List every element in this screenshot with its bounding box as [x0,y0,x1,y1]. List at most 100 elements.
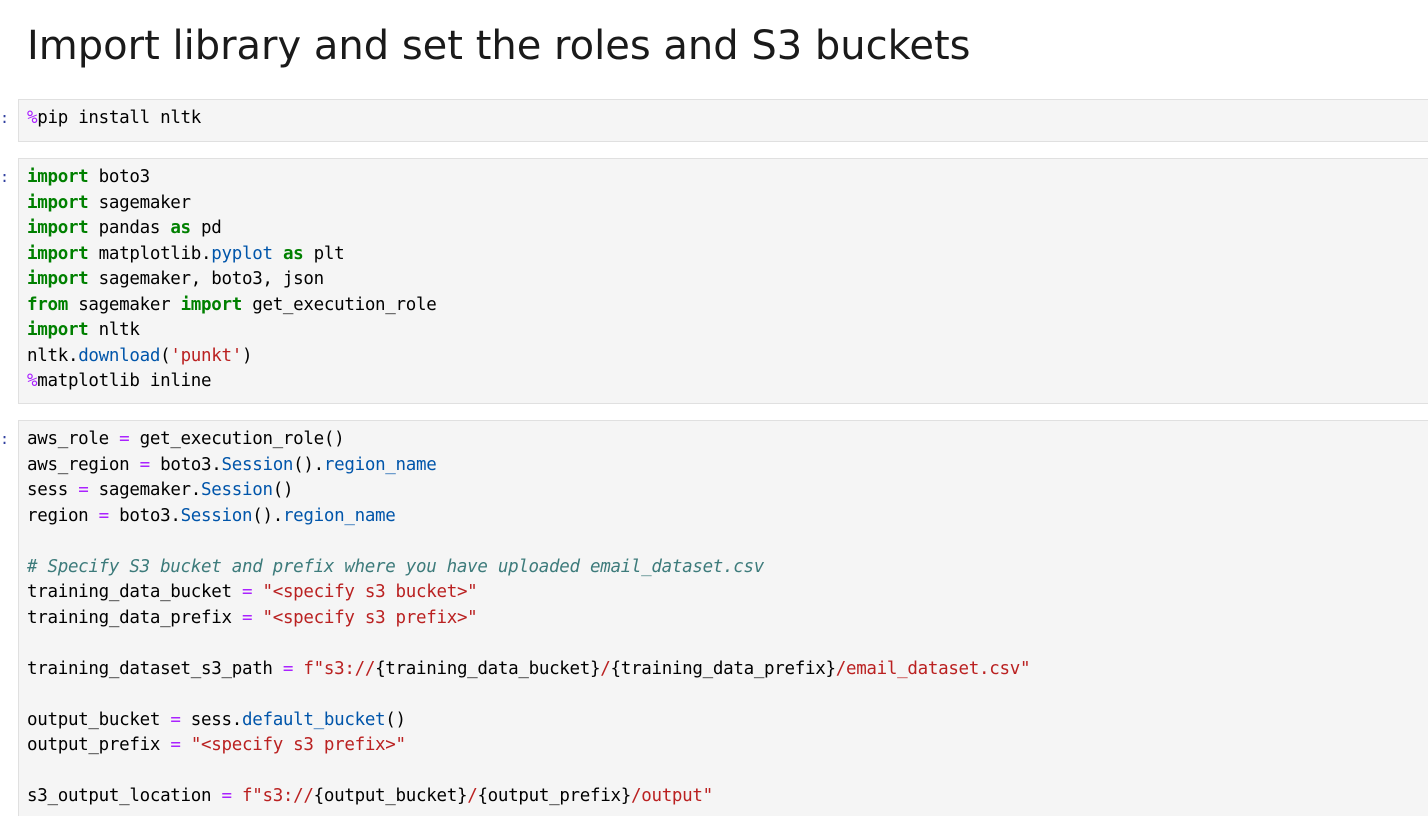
code-token [181,735,191,755]
code-token: pyplot [211,243,273,264]
code-token: /output" [630,786,713,806]
code-token: sagemaker [67,294,181,315]
code-line: # Specify S3 bucket and prefix where you… [27,555,1428,581]
code-token: Session [221,454,294,475]
code-token: aws_role [27,429,120,449]
code-token: ( [160,345,171,366]
code-token: pip install nltk [37,108,202,128]
code-token: from [27,294,68,315]
code-line: s3_output_location = f"s3://{output_buck… [27,784,1428,810]
code-token: f"s3:// [241,786,314,806]
code-token: = [170,709,181,730]
code-token: = [119,429,130,449]
code-line: ​ [27,759,1428,785]
cell-prompt: : [0,109,10,127]
code-line: aws_region = boto3.Session().region_name [27,453,1428,479]
code-line: training_data_bucket = "<specify s3 buck… [27,580,1428,606]
code-line: ​ [27,529,1428,555]
code-line: training_dataset_s3_path = f"s3://{train… [27,657,1428,683]
code-token [252,608,262,628]
code-token: import [27,269,89,289]
code-token: plt [303,243,345,264]
code-line: aws_role = get_execution_role() [27,427,1428,453]
code-token: % [27,371,38,391]
code-token: "<specify s3 prefix>" [190,735,406,755]
code-token [232,786,242,806]
code-token: Session [180,505,253,526]
code-editor[interactable]: %pip install nltk [27,106,1428,132]
code-token: import [27,320,89,340]
code-token: matplotlib inline [37,371,212,391]
code-cell-config[interactable]: aws_role = get_execution_role()aws_regio… [18,420,1428,816]
code-token: /email_dataset.csv" [835,658,1031,679]
code-token: = [98,505,110,526]
code-token: = [78,480,89,500]
code-line: import sagemaker [27,191,1428,217]
code-token: sess. [180,709,242,730]
code-token: output_prefix [27,735,171,755]
code-line: import boto3 [27,165,1428,191]
code-token: import [27,192,89,213]
code-token: region_name [323,454,437,475]
code-token: sagemaker, boto3, json [88,269,325,289]
code-token: () [385,709,406,730]
code-token: = [282,658,294,679]
code-token: f"s3:// [303,658,376,679]
code-line: import sagemaker, boto3, json [27,267,1428,293]
code-token [273,244,283,264]
code-token: default_bucket [241,709,386,730]
code-token: ) [241,345,253,366]
code-line: region = boto3.Session().region_name [27,504,1428,530]
section-heading: Import library and set the roles and S3 … [27,23,971,69]
code-token: import [27,243,89,264]
code-cell-pip-install[interactable]: %pip install nltk [18,99,1428,142]
code-token: sagemaker [88,192,191,213]
code-token: sagemaker. [88,480,202,500]
code-token: boto3 [88,167,150,187]
code-token: / [600,658,611,679]
code-token: output_bucket [27,709,171,730]
code-line: import nltk [27,318,1428,344]
code-token: boto3. [149,454,222,475]
code-token: aws_region [27,454,140,475]
cell-prompt: : [0,168,10,186]
code-token: import [180,294,243,315]
code-token: = [170,735,181,755]
code-token: {output_prefix} [477,786,631,806]
code-token: {training_data_bucket} [375,658,601,679]
code-token: get_execution_role [241,294,437,315]
code-token: training_dataset_s3_path [27,658,283,679]
code-token: training_data_prefix [27,607,242,628]
code-token: = [241,582,253,602]
code-token: matplotlib. [88,243,212,264]
code-line: import pandas as pd [27,216,1428,242]
code-token: s3_output_location [27,786,222,806]
code-token: (). [293,454,324,475]
code-line: nltk.download('punkt') [27,344,1428,370]
code-token: import [27,218,89,238]
code-token: pd [190,218,222,238]
code-token: "<specify s3 bucket>" [262,582,478,602]
code-token: get_execution_role() [129,429,345,449]
code-token: (). [252,505,283,526]
code-token: nltk. [27,345,79,366]
code-line: %matplotlib inline [27,369,1428,395]
code-token: 'punkt' [170,345,242,366]
code-token: pandas [88,218,171,238]
code-token: as [170,218,191,238]
code-token: region_name [282,505,396,526]
code-token: = [221,786,232,806]
code-editor[interactable]: aws_role = get_execution_role()aws_regio… [27,427,1428,810]
code-line: training_data_prefix = "<specify s3 pref… [27,606,1428,632]
code-line: from sagemaker import get_execution_role [27,293,1428,319]
code-token: region [27,505,99,526]
code-token: = [241,607,253,628]
code-line: ​ [27,682,1428,708]
code-line: output_prefix = "<specify s3 prefix>" [27,733,1428,759]
code-token: # Specify S3 bucket and prefix where you… [27,556,764,577]
code-token: nltk [88,320,140,340]
code-token [252,582,262,602]
code-line: import matplotlib.pyplot as plt [27,242,1428,268]
